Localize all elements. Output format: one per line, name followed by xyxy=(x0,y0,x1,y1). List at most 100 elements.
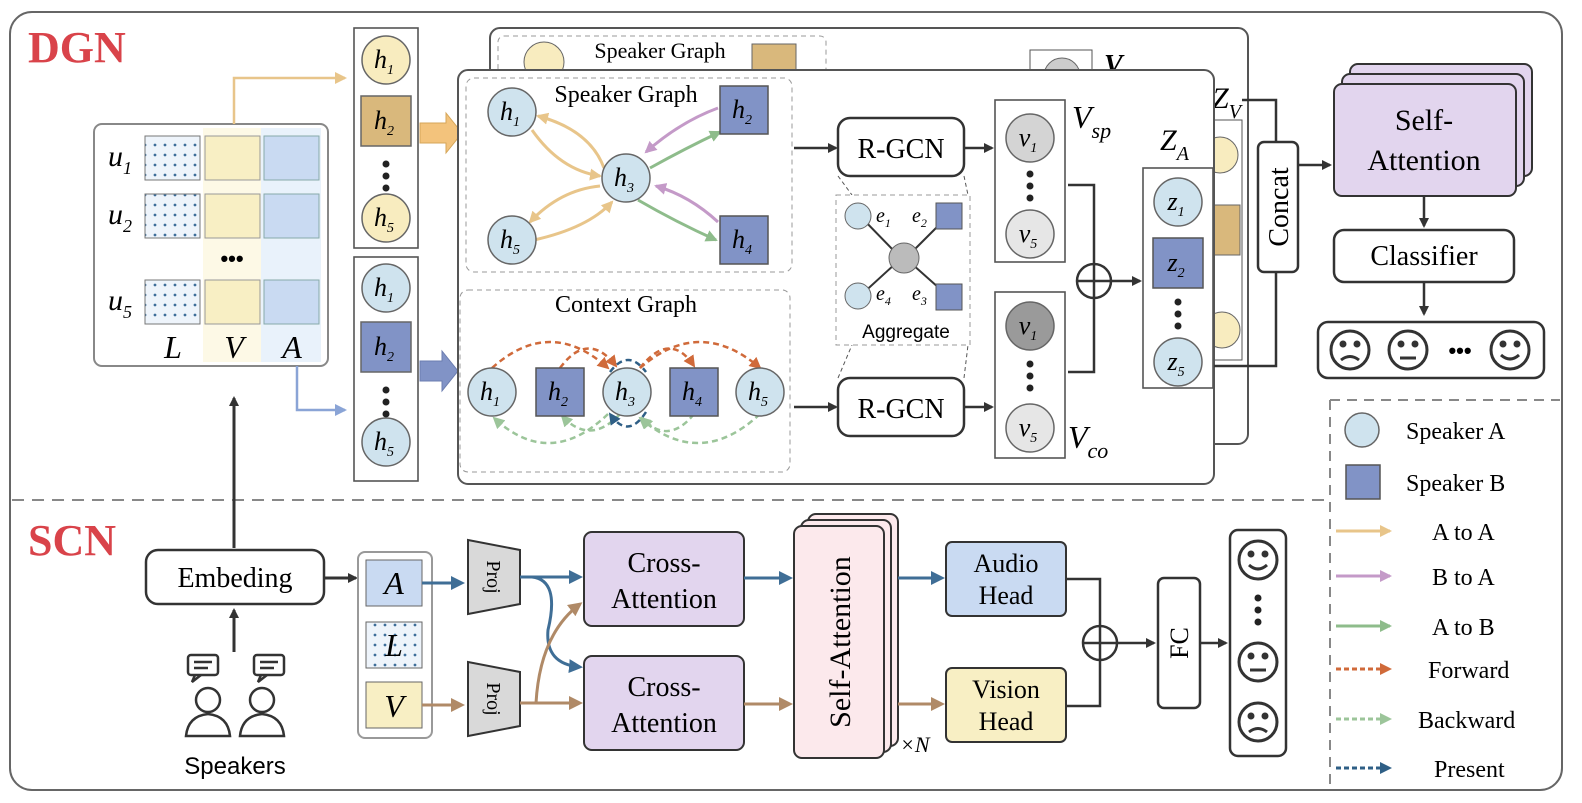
dgn-label: DGN xyxy=(28,23,126,72)
scn-a-label: A xyxy=(382,565,404,601)
proj-audio-label: Proj xyxy=(482,560,504,593)
emotions-ellipsis-scn xyxy=(1254,594,1262,626)
aggregate-detail xyxy=(835,175,971,379)
svg-text:z2: z2 xyxy=(1166,248,1184,281)
self-attention-scn-stack xyxy=(793,513,899,759)
svg-text:v5: v5 xyxy=(1019,219,1038,252)
aggregate-edge-labels: e1 e2 e4 e3 xyxy=(876,205,927,308)
scn-l-label: L xyxy=(384,627,403,663)
proj-vision-label: Proj xyxy=(482,682,504,715)
self-attention-top-line2: Attention xyxy=(1367,144,1480,177)
svg-text:h2: h2 xyxy=(732,95,752,128)
visual-node-column xyxy=(353,27,419,249)
context-graph-node-labels: h1 h2 h3 h4 h5 xyxy=(480,377,768,410)
context-graph-edges xyxy=(491,340,762,445)
table-to-audio-arrow xyxy=(295,366,347,416)
rgcn-context-label: R-GCN xyxy=(857,394,944,425)
svg-text:h2: h2 xyxy=(374,332,394,365)
legend xyxy=(1336,412,1392,774)
modality-a-label: A xyxy=(280,329,302,365)
za-to-concat-line xyxy=(1214,272,1278,368)
svg-text:h5: h5 xyxy=(374,203,394,236)
svg-text:h2: h2 xyxy=(548,377,568,410)
utterance-2-label: u2 xyxy=(108,198,132,236)
embeding-label: Embeding xyxy=(177,563,292,594)
svg-text:h2: h2 xyxy=(374,106,394,139)
svg-text:v1: v1 xyxy=(1019,311,1038,344)
z-a-label: ZA xyxy=(1160,124,1190,165)
proj-audio-block xyxy=(467,538,521,616)
proj-v-to-cross1 xyxy=(534,602,583,704)
speaker-graph-nodes xyxy=(487,85,769,265)
aggregate-label: Aggregate xyxy=(862,322,950,343)
audio-head-line1: Audio xyxy=(974,549,1039,578)
svg-text:h3: h3 xyxy=(615,377,635,410)
legend-speaker-b: Speaker B xyxy=(1406,471,1505,497)
svg-text:z1: z1 xyxy=(1166,187,1184,220)
svg-text:e4: e4 xyxy=(876,283,891,308)
z-v-label: ZV xyxy=(1212,82,1244,123)
utterance-5-label: u5 xyxy=(108,284,132,322)
svg-text:e1: e1 xyxy=(876,205,891,230)
column-node-labels: h1 h2 h5 h1 h2 h5 xyxy=(374,45,394,460)
speaker-graph-title: Speaker Graph xyxy=(554,82,697,108)
back-speaker-graph-title: Speaker Graph xyxy=(594,38,725,63)
zv-to-concat-line xyxy=(1242,98,1278,142)
vsp-merge-line xyxy=(1068,183,1096,264)
vision-head-line2: Head xyxy=(979,707,1034,736)
svg-text:v5: v5 xyxy=(1019,413,1038,446)
concat-label: Concat xyxy=(1264,167,1295,247)
svg-text:h1: h1 xyxy=(374,45,394,78)
svg-text:h4: h4 xyxy=(682,377,702,410)
context-graph-nodes xyxy=(467,367,785,417)
svg-text:h1: h1 xyxy=(374,273,394,306)
legend-labels: Speaker A Speaker B A to A B to A A to B… xyxy=(1406,419,1515,783)
classifier-label: Classifier xyxy=(1370,241,1478,272)
legend-speaker-a: Speaker A xyxy=(1406,419,1506,445)
svg-text:z5: z5 xyxy=(1166,347,1184,380)
modality-v-label: V xyxy=(224,329,247,365)
self-attention-top-stack xyxy=(1333,63,1533,197)
visual-to-graph-arrow xyxy=(419,111,463,155)
self-attention-scn-label: Self-Attention xyxy=(824,556,857,728)
proj-a-to-cross2 xyxy=(531,575,583,674)
cross-attention-2-line1: Cross- xyxy=(627,672,700,703)
svg-text:e2: e2 xyxy=(912,205,927,230)
emotion-faces-scn xyxy=(1237,539,1279,743)
za-column xyxy=(1142,167,1214,389)
speakers-icon xyxy=(184,653,286,738)
table-to-visual-arrow xyxy=(232,72,347,124)
svg-text:h1: h1 xyxy=(480,377,500,410)
rgcn-speaker-label: R-GCN xyxy=(857,134,944,165)
audio-to-graph-arrow xyxy=(419,349,459,393)
v-sp-label: Vsp xyxy=(1072,99,1111,143)
speakers-label: Speakers xyxy=(184,753,285,780)
modality-l-label: L xyxy=(163,329,182,365)
scn-v-label: V xyxy=(384,688,407,724)
scn-modality-stack xyxy=(357,551,433,739)
emotions-ellipsis-top: ••• xyxy=(1448,338,1471,363)
cross-attention-1-line1: Cross- xyxy=(627,548,700,579)
svg-text:h5: h5 xyxy=(748,377,768,410)
speaker-graph-node-labels: h1 h2 h3 h5 h4 xyxy=(500,95,752,258)
table-ellipsis: ••• xyxy=(220,246,243,271)
svg-text:e3: e3 xyxy=(912,283,927,308)
legend-forward: Forward xyxy=(1428,658,1509,684)
legend-a-to-a: A to A xyxy=(1432,520,1495,546)
vision-head-merge-line xyxy=(1066,660,1102,708)
audio-node-column xyxy=(353,256,419,482)
emotion-output-top xyxy=(1316,320,1546,380)
utterance-table xyxy=(93,123,329,367)
audio-head-merge-line xyxy=(1066,577,1102,626)
concat-block xyxy=(1256,140,1300,274)
scn-label: SCN xyxy=(28,516,116,565)
cross-attention-2-line2: Attention xyxy=(611,708,717,739)
proj-vision-block xyxy=(467,660,521,738)
add-op-scn-cross xyxy=(1083,626,1117,660)
vco-column xyxy=(994,291,1066,459)
v-node-labels: v1 v5 v1 v5 xyxy=(1019,123,1038,446)
times-n-label: ×N xyxy=(900,732,931,757)
vco-merge-line xyxy=(1068,298,1096,374)
svg-text:h3: h3 xyxy=(614,163,634,196)
